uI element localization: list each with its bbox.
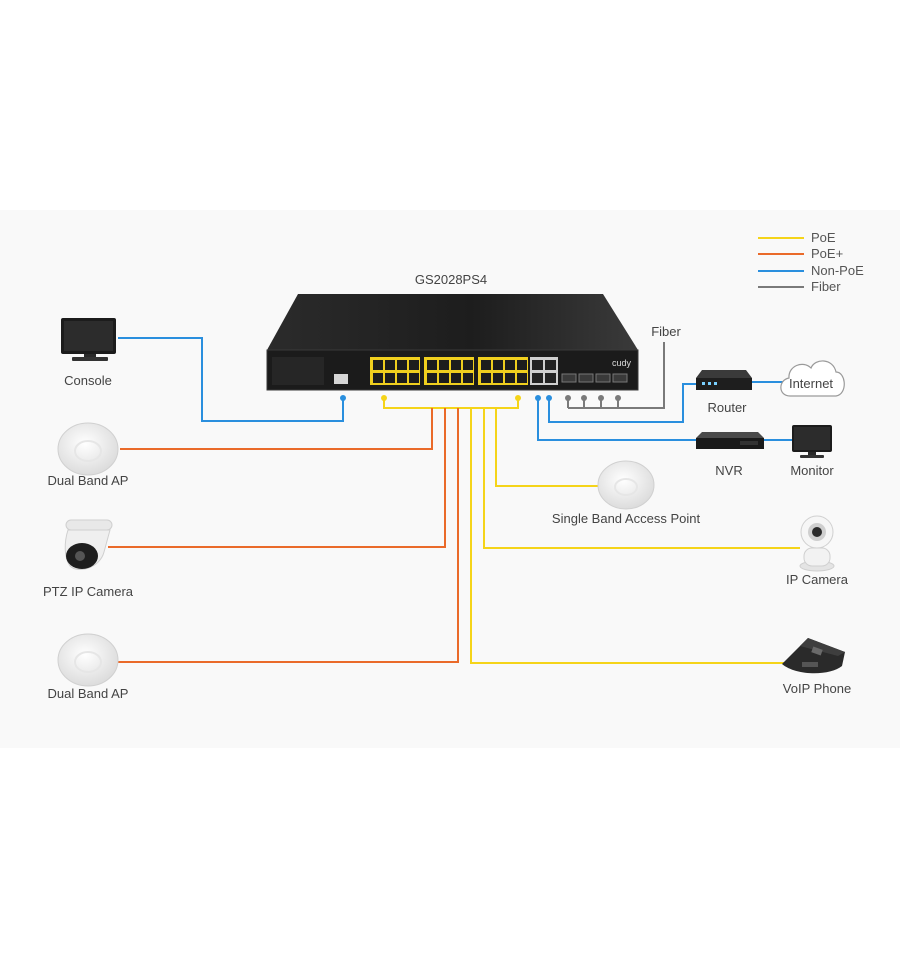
legend-label-poe: PoE [811, 230, 836, 245]
uplink-port [545, 373, 556, 383]
router-icon [696, 370, 752, 390]
poe-port [397, 360, 407, 370]
switch-brand: cudy [612, 358, 632, 368]
single-band-ap-node: Single Band Access Point [552, 460, 701, 526]
voip-phone-label: VoIP Phone [783, 681, 851, 696]
wire-nvr [537, 398, 697, 441]
poe-port [481, 373, 491, 383]
legend-label-fiber: Fiber [811, 279, 841, 294]
poe-port [409, 360, 419, 370]
ip-camera-node: IP Camera [786, 515, 849, 587]
dual-band-ap-1-label: Dual Band AP [48, 473, 129, 488]
router-label: Router [707, 400, 747, 415]
wire-poe-bus [383, 398, 519, 409]
poe-port [463, 360, 473, 370]
uplink-ports [530, 357, 558, 385]
poe-port [373, 360, 383, 370]
nvr-label: NVR [715, 463, 742, 478]
wires-poe [383, 398, 800, 664]
sfp-port [612, 373, 628, 383]
wires-non-poe [118, 337, 793, 441]
sfp-port [578, 373, 594, 383]
wire-voip-phone [470, 408, 784, 664]
poe-ports [370, 357, 528, 385]
poe-port [439, 360, 449, 370]
wires-poe-plus [108, 408, 459, 663]
dual-band-ap-node-2: Dual Band AP [48, 633, 129, 701]
wire-single-band-ap [495, 408, 598, 487]
dual-band-ap-2-label: Dual Band AP [48, 686, 129, 701]
sfp-port [595, 373, 611, 383]
internet-label: Internet [789, 376, 833, 391]
poe-port [517, 360, 527, 370]
poe-port [427, 373, 437, 383]
conference-phone-icon [782, 638, 845, 674]
console-node: Console [61, 318, 116, 388]
voip-phone-node: VoIP Phone [782, 638, 851, 696]
uplink-port [532, 373, 543, 383]
ptz-camera-label: PTZ IP Camera [43, 584, 134, 599]
poe-port [493, 360, 503, 370]
console-port [334, 374, 348, 384]
poe-port [397, 373, 407, 383]
access-point-icon [57, 633, 119, 687]
switch-model-label: GS2028PS4 [415, 272, 487, 287]
wire-ip-camera [483, 408, 800, 549]
poe-port [493, 373, 503, 383]
uplink-port [545, 360, 556, 370]
poe-port [481, 360, 491, 370]
legend-label-poe-plus: PoE+ [811, 246, 843, 261]
ptz-camera-node: PTZ IP Camera [43, 519, 134, 599]
dual-band-ap-node-1: Dual Band AP [48, 422, 129, 488]
legend: PoE PoE+ Non-PoE Fiber [758, 230, 864, 294]
poe-port [439, 373, 449, 383]
poe-port [463, 373, 473, 383]
access-point-icon [597, 460, 655, 510]
poe-port [373, 373, 383, 383]
poe-port [505, 373, 515, 383]
connector-dots [340, 395, 621, 401]
nvr-icon [696, 432, 764, 449]
wire-console [118, 337, 344, 422]
monitor-node: Monitor [790, 425, 834, 478]
poe-port [385, 373, 395, 383]
uplink-port [532, 360, 543, 370]
router-node: Router [696, 370, 752, 415]
wire-router [548, 383, 698, 423]
console-label: Console [64, 373, 112, 388]
sfp-port [561, 373, 577, 383]
fiber-label: Fiber [651, 324, 681, 339]
ip-camera-icon [799, 515, 835, 572]
wire-dual-band-ap-2 [118, 408, 459, 663]
wire-dual-band-ap-1 [120, 408, 433, 450]
poe-port [505, 360, 515, 370]
monitor-icon [61, 318, 116, 361]
monitor-icon [792, 425, 832, 458]
switch-device: cudy GS2028PS4 [266, 272, 639, 391]
poe-port [517, 373, 527, 383]
access-point-icon [57, 422, 119, 476]
cloud-icon [780, 360, 845, 397]
legend-label-non-poe: Non-PoE [811, 263, 864, 278]
monitor-label: Monitor [790, 463, 834, 478]
internet-node: Internet [780, 360, 845, 397]
poe-port [451, 373, 461, 383]
poe-port [385, 360, 395, 370]
poe-port [451, 360, 461, 370]
nvr-node: NVR [696, 432, 764, 478]
dome-camera-icon [64, 519, 113, 570]
poe-port [427, 360, 437, 370]
sfp-ports [561, 373, 628, 383]
wire-ptz-camera [108, 408, 446, 548]
ip-camera-label: IP Camera [786, 572, 849, 587]
single-band-ap-label: Single Band Access Point [552, 511, 701, 526]
poe-port [409, 373, 419, 383]
